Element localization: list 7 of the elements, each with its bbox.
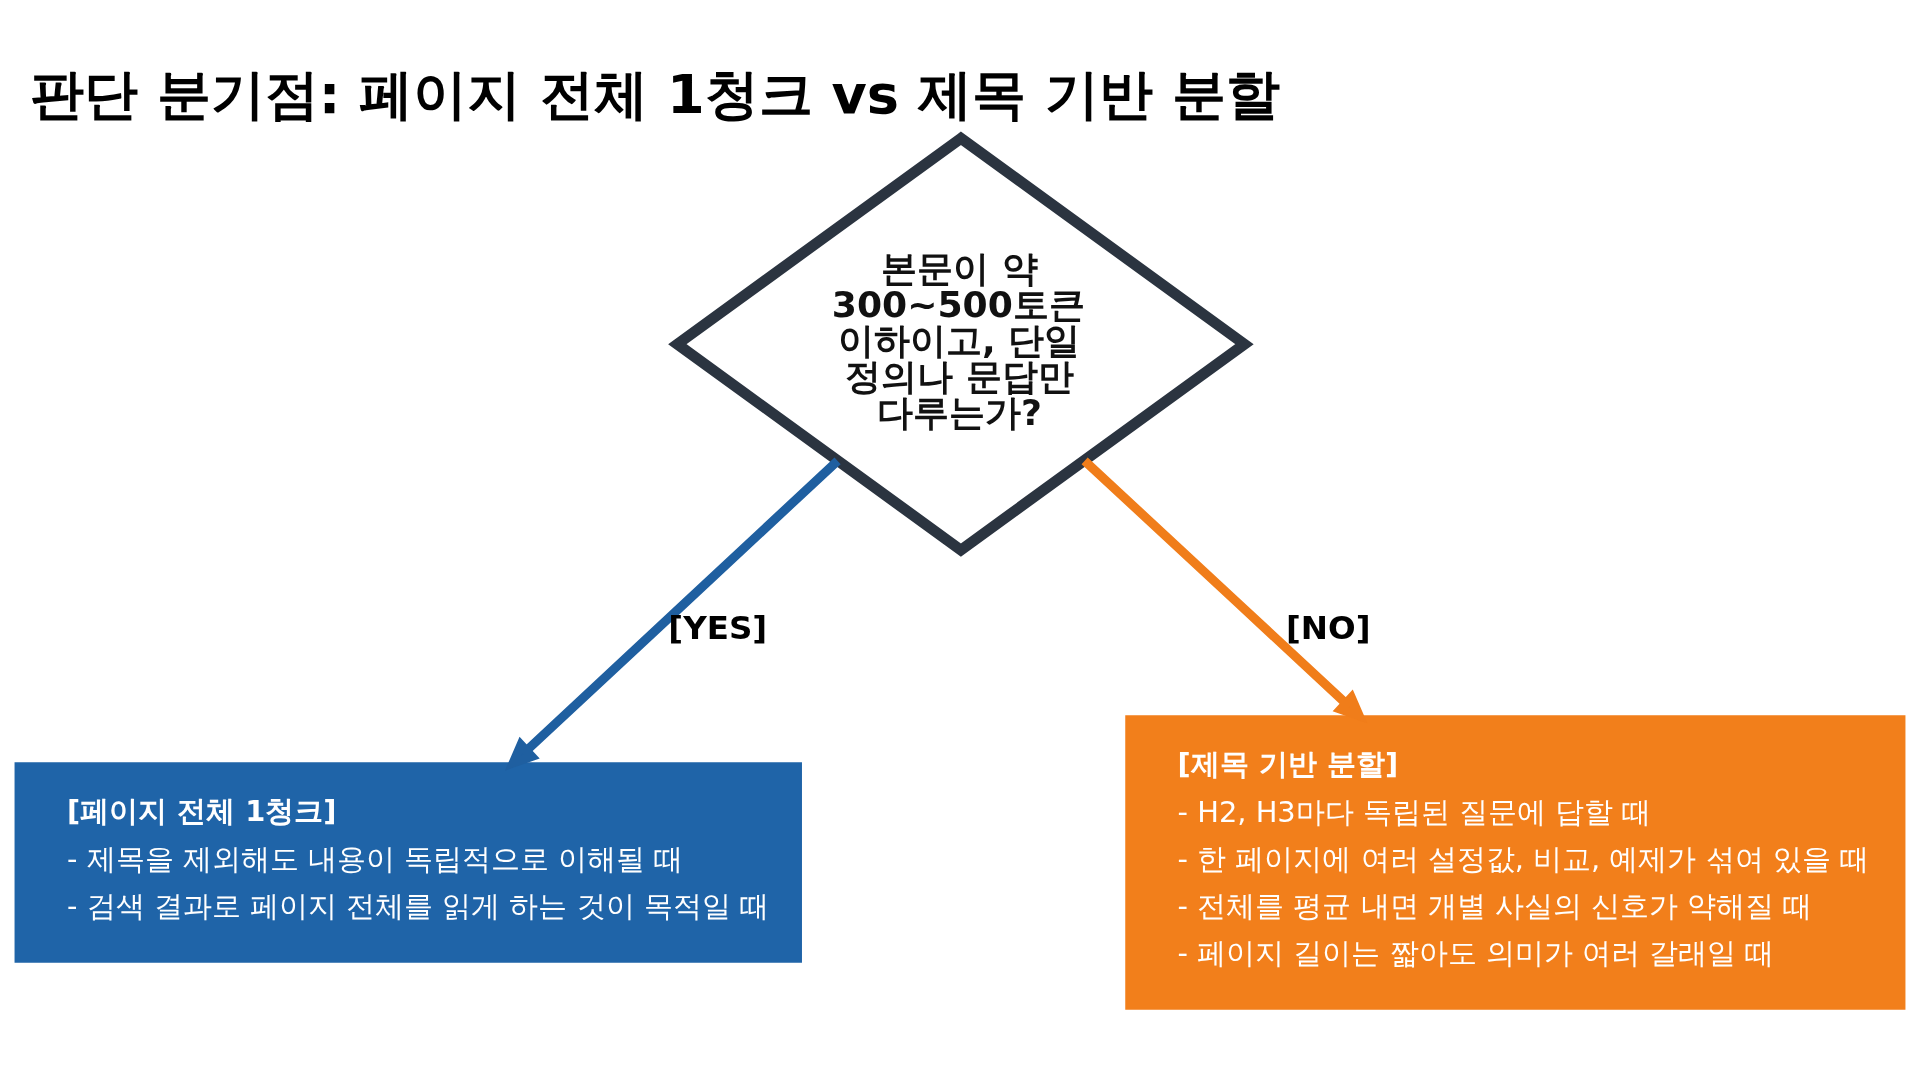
edge-label: [NO] xyxy=(1285,608,1371,647)
node-box: [페이지 전체 1청크] - 제목을 제외해도 내용이 독립적으로 이해될 때 - 검색 결과로 페이지 전체를 읽게 하는 것이 목적일 때 xyxy=(14,761,802,963)
node-box: [제목 기반 분할] - H2, H3마다 독립된 질문에 답할 때 - 한 페이지에 여러 설정값, 비교, 예제가 섞여 있을 때 - 전체를 평균 내면 개별 사실의 신호가 약해질 때 - 페이지 길이는 짧아도 의미가 여러 갈래일 때 xyxy=(1125,714,1906,1010)
node-diamond: 본문이 약 300~500토큰 이하이고, 단일 정의나 문답만 다루는가? xyxy=(668,131,1254,557)
diagram-title: 판단 분기점: 페이지 전체 1청크 vs 제목 기반 분할 xyxy=(29,62,1280,126)
arrow xyxy=(504,457,841,771)
edge-label: [YES] xyxy=(668,608,768,647)
